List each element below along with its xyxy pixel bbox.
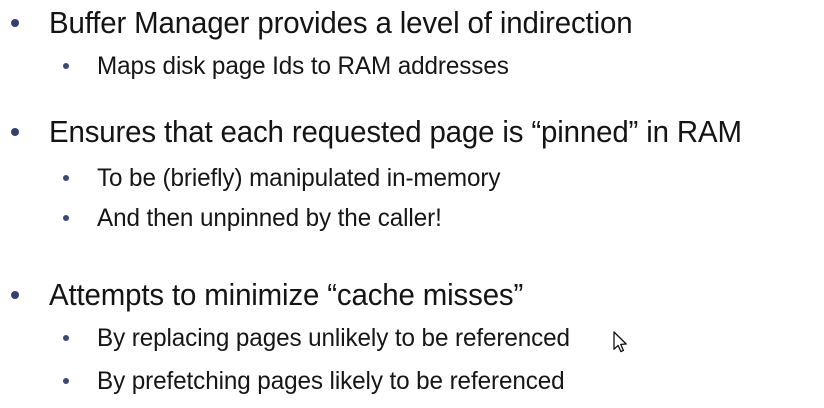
sub-bullet-dot-icon <box>63 175 69 181</box>
bullet-item-level2: To be (briefly) manipulated in-memory <box>0 160 824 196</box>
bullet-text: By replacing pages unlikely to be refere… <box>97 324 570 352</box>
sub-bullet-dot-icon <box>63 63 69 69</box>
bullet-dot-icon <box>11 19 19 27</box>
bullet-item-level1: Buffer Manager provides a level of indir… <box>0 2 824 44</box>
bullet-dot-icon <box>11 291 19 299</box>
bullet-item-level2: Maps disk page Ids to RAM addresses <box>0 48 824 84</box>
sub-bullet-dot-icon <box>63 215 69 221</box>
bullet-text: Ensures that each requested page is “pin… <box>49 115 742 149</box>
bullet-item-level2: By prefetching pages likely to be refere… <box>0 363 824 399</box>
bullet-item-level1: Ensures that each requested page is “pin… <box>0 111 824 153</box>
bullet-dot-icon <box>11 128 19 136</box>
bullet-text: Buffer Manager provides a level of indir… <box>49 6 633 40</box>
bullet-text: And then unpinned by the caller! <box>97 204 442 232</box>
sub-bullet-dot-icon <box>63 378 69 384</box>
bullet-text: Attempts to minimize “cache misses” <box>49 278 524 312</box>
bullet-text: By prefetching pages likely to be refere… <box>97 367 565 395</box>
bullet-text: Maps disk page Ids to RAM addresses <box>97 52 509 80</box>
bullet-item-level1: Attempts to minimize “cache misses” <box>0 274 824 316</box>
bullet-item-level2: By replacing pages unlikely to be refere… <box>0 320 824 356</box>
bullet-text: To be (briefly) manipulated in-memory <box>97 164 501 192</box>
bullet-item-level2: And then unpinned by the caller! <box>0 200 824 236</box>
sub-bullet-dot-icon <box>63 335 69 341</box>
